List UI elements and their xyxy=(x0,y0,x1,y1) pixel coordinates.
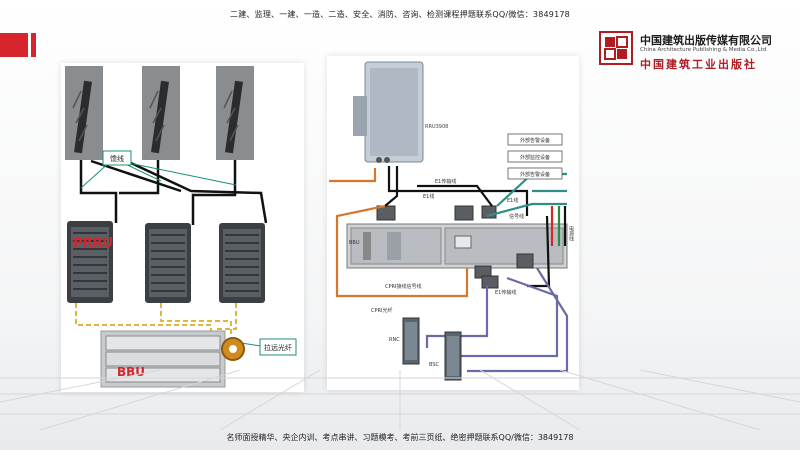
prru-diagram-panel: 馈线 PRRU BBU xyxy=(61,63,304,392)
rnc-rack xyxy=(402,317,420,365)
red-accent-stripe xyxy=(31,33,36,57)
publisher-logo: 中国建筑出版传媒有限公司 China Architecture Publishi… xyxy=(598,30,794,71)
bbu-small-label: BBU xyxy=(349,240,360,246)
fiber-label: 拉远光纤 xyxy=(264,343,292,352)
feeder-cables xyxy=(79,159,268,225)
bsc-rack xyxy=(444,331,462,381)
antenna-1 xyxy=(65,66,103,160)
fiber-label-box xyxy=(259,338,297,356)
antenna-3 xyxy=(216,66,254,160)
bottom-banner: 名师面授精华、央企内训、考点串讲、习题模考、考前三页纸、绝密押题联系QQ/微信：… xyxy=(226,433,574,442)
prru-diagram: 馈线 PRRU BBU xyxy=(65,66,297,388)
cpri-label: CPRI接线信号线 xyxy=(385,283,421,290)
e1-top-label: E1传输线 xyxy=(435,178,456,185)
antenna-2 xyxy=(142,66,180,160)
e1-mid-label: E1线 xyxy=(423,193,434,200)
floor-grid xyxy=(0,370,800,430)
rru-wiring-diagram: RRU3908 BBU xyxy=(329,61,574,381)
e1-mid-label-2: E1线 xyxy=(507,197,518,204)
publisher-name-en: China Architecture Publishing & Media Co… xyxy=(640,47,767,53)
cables xyxy=(329,166,569,373)
publisher-logo-icon xyxy=(599,31,633,65)
signal-label: 信号线 xyxy=(509,213,524,220)
ext-label-1: 外部告警设备 xyxy=(520,137,550,144)
bbu-label: BBU xyxy=(117,365,145,379)
prru-unit-2 xyxy=(145,223,191,303)
red-accent-bar xyxy=(0,33,28,57)
publisher-brand-cn: 中国建筑工业出版社 xyxy=(640,58,757,71)
bsc-label: BSC xyxy=(429,362,440,368)
prru-unit-1 xyxy=(67,221,113,303)
rnc-label: RNC xyxy=(389,337,400,343)
prru-label: PRRU xyxy=(73,236,113,251)
rru-unit xyxy=(353,61,424,163)
connectors xyxy=(376,205,534,289)
cpri-fiber-label: CPRI光纤 xyxy=(371,307,392,314)
rru-label: RRU3908 xyxy=(425,124,448,130)
ext-label-3: 外部告警设备 xyxy=(520,171,550,178)
ext-label-2: 外部监控设备 xyxy=(520,154,550,161)
external-device-boxes xyxy=(507,133,563,180)
rru-wiring-diagram-panel: RRU3908 BBU xyxy=(327,56,579,390)
e1-bottom-label: E1传输线 xyxy=(495,289,516,296)
top-banner: 二建、监理、一建、一造、二造、安全、消防、咨询、检测课程押题联系QQ/微信：38… xyxy=(230,10,570,19)
feeder-label: 馈线 xyxy=(110,154,124,163)
feeder-label-box xyxy=(102,150,132,166)
bbu-cabinet xyxy=(346,223,568,269)
prru-unit-3 xyxy=(219,223,265,303)
publisher-name-cn: 中国建筑出版传媒有限公司 xyxy=(640,34,772,47)
fiber-pointer-line xyxy=(240,342,262,347)
power-label: 电源线 xyxy=(568,225,574,241)
fiber-spool xyxy=(221,337,245,361)
